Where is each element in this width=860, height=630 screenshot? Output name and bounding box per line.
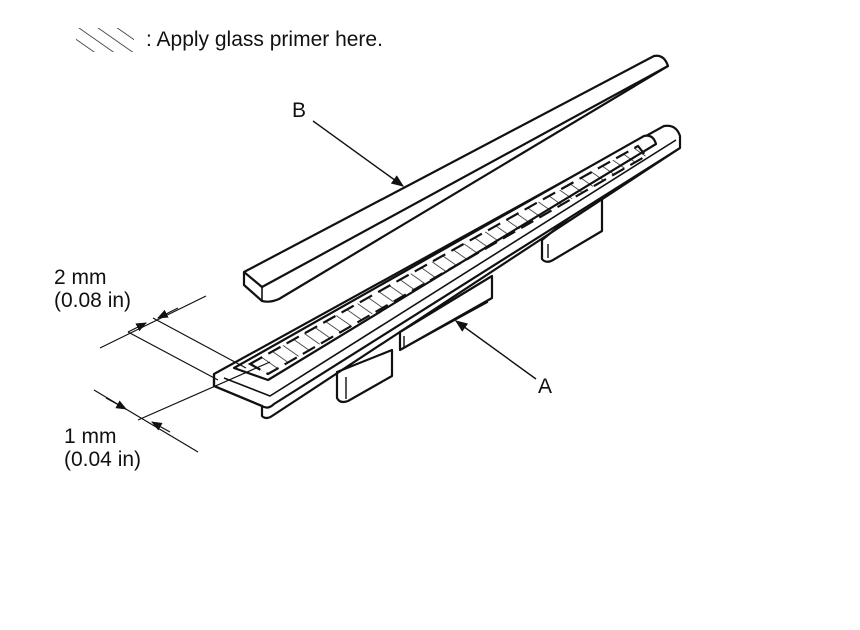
part-b-strip bbox=[242, 54, 670, 303]
leader-b bbox=[312, 120, 405, 187]
part-b-label: B bbox=[292, 99, 307, 122]
dimension-1mm bbox=[93, 361, 271, 453]
part-a-label: A bbox=[538, 375, 553, 398]
dimension-1mm-metric: 1 mm bbox=[64, 425, 117, 448]
dimension-2mm-metric: 2 mm bbox=[54, 266, 107, 289]
leader-a bbox=[454, 320, 537, 380]
dimension-2mm bbox=[99, 295, 247, 381]
primer-area bbox=[247, 144, 648, 376]
hatch-swatch bbox=[76, 28, 134, 52]
legend-text: : Apply glass primer here. bbox=[146, 28, 383, 51]
dimension-1mm-imperial: (0.04 in) bbox=[64, 448, 142, 471]
dimension-2mm-imperial: (0.08 in) bbox=[54, 289, 132, 312]
